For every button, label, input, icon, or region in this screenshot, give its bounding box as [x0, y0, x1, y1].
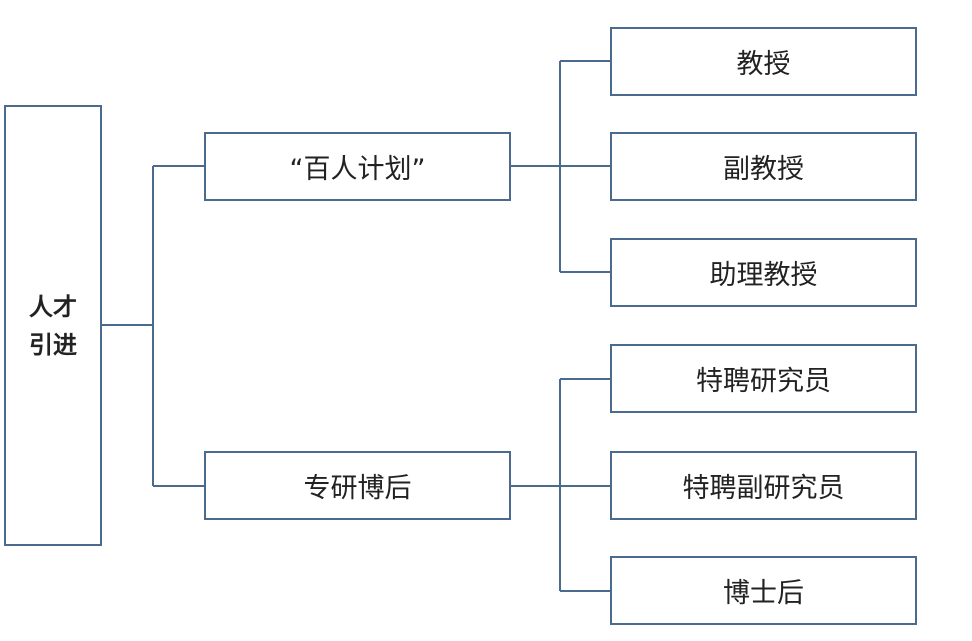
branch-label: “百人计划” — [289, 154, 426, 185]
branch-node-hundred-talents: “百人计划” — [204, 132, 511, 201]
root-label-line-2: 引进 — [29, 330, 77, 359]
root-node: 人才 引进 — [4, 105, 102, 546]
leaf-node-postdoc: 博士后 — [610, 556, 917, 625]
leaf-label: 特聘副研究员 — [682, 473, 845, 504]
leaf-label: 副教授 — [723, 154, 804, 185]
leaf-node-assistant-professor: 助理教授 — [610, 238, 917, 307]
leaf-node-professor: 教授 — [610, 27, 917, 96]
branch-label: 专研博后 — [303, 473, 412, 504]
leaf-node-distinguished-associate-researcher: 特聘副研究员 — [610, 451, 917, 520]
leaf-node-associate-professor: 副教授 — [610, 132, 917, 201]
leaf-label: 助理教授 — [709, 260, 818, 291]
leaf-label: 博士后 — [723, 578, 804, 609]
leaf-node-distinguished-researcher: 特聘研究员 — [610, 344, 917, 413]
leaf-label: 特聘研究员 — [696, 366, 831, 397]
leaf-label: 教授 — [736, 49, 791, 80]
branch-node-postdoc-research: 专研博后 — [204, 451, 511, 520]
root-label-line-1: 人才 — [29, 292, 77, 321]
